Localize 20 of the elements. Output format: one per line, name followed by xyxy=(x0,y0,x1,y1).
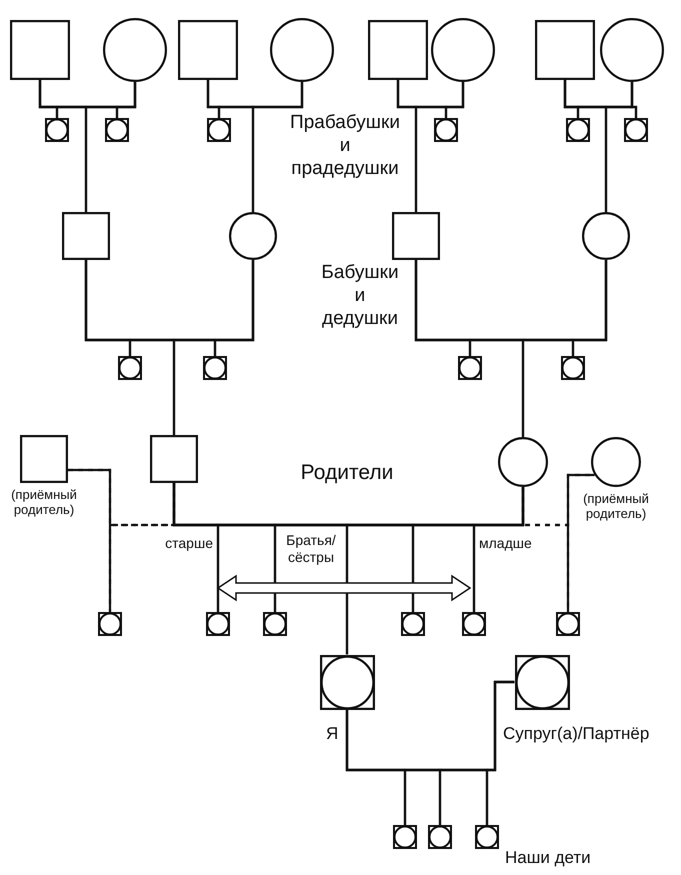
family-line xyxy=(486,680,514,825)
family-line xyxy=(604,82,634,212)
family-line xyxy=(252,82,304,212)
family-line xyxy=(566,474,595,612)
person-caption: (приёмный родитель) xyxy=(583,492,649,522)
person-caption: Супруг(а)/Партнёр xyxy=(503,724,650,744)
generation-label: младше xyxy=(479,535,532,552)
generation-label: старше xyxy=(165,535,213,552)
family-line xyxy=(68,468,112,612)
family-line xyxy=(84,82,136,212)
family-line xyxy=(414,82,464,212)
family-line xyxy=(522,260,608,437)
person-caption: Я xyxy=(326,724,338,744)
generation-label: Братья/ сёстры xyxy=(286,532,336,566)
generation-label: Наши дети xyxy=(505,848,591,868)
family-line xyxy=(172,260,254,435)
generation-label: Бабушки и дедушки xyxy=(321,262,399,330)
person-caption: (приёмный родитель) xyxy=(11,488,77,518)
generation-label: Прабабушки и прадедушки xyxy=(290,112,400,180)
generation-label: Родители xyxy=(300,460,394,486)
